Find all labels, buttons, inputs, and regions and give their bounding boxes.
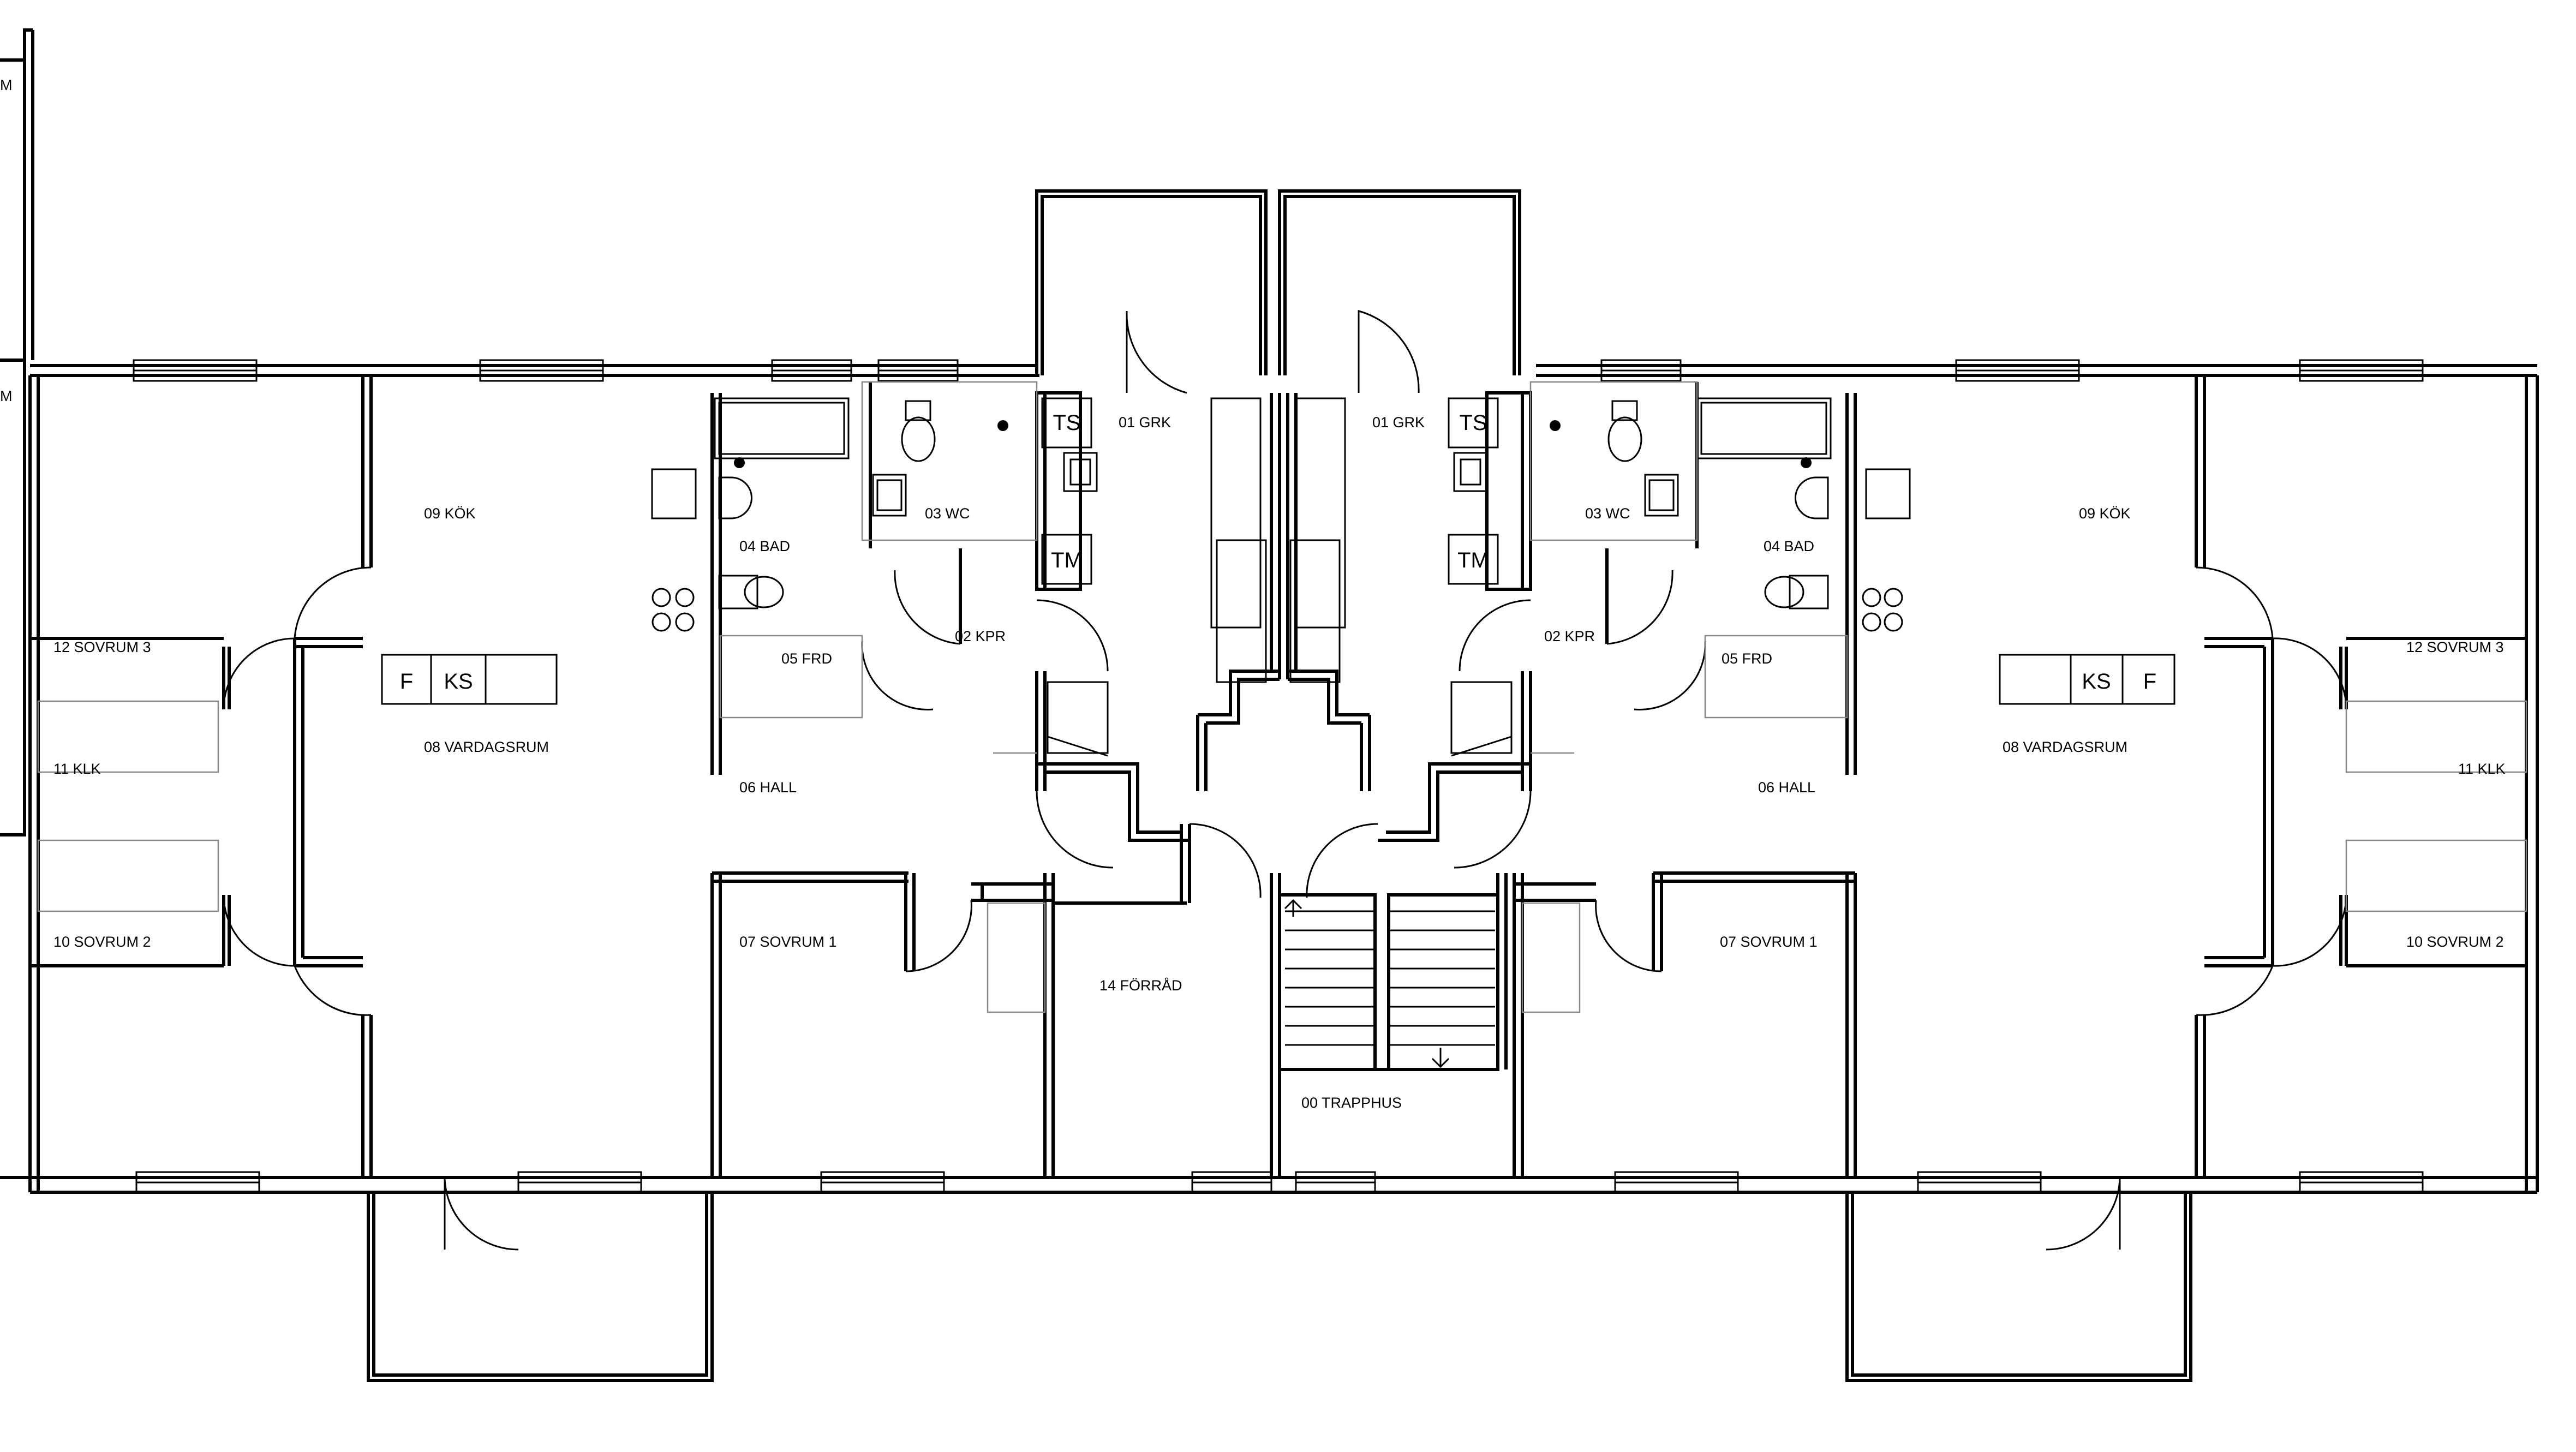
right-grk-label: 01 GRK [1372, 414, 1425, 431]
right-sovrum2-label: 10 SOVRUM 2 [2406, 934, 2504, 950]
right-bad-label: 04 BAD [1764, 538, 1814, 554]
right-tumble-dryer-label: TS [1459, 411, 1487, 435]
storage-label: 14 FÖRRÅD [1099, 977, 1182, 994]
door-swings [223, 310, 2347, 1251]
edge-mark-top: M [0, 77, 13, 93]
right-washing-machine-label: TM [1457, 548, 1489, 572]
right-fridge-freezer-label: KS [2082, 670, 2111, 694]
left-frd-label: 05 FRD [781, 650, 832, 667]
top-balconies [1035, 189, 1521, 375]
room-labels: 01 GRK 02 KPR 03 WC 04 BAD 05 FRD 06 HAL… [0, 77, 2506, 1111]
left-vardagsrum-label: 08 VARDAGSRUM [424, 739, 549, 755]
right-kok-label: 09 KÖK [2079, 505, 2131, 522]
left-hall-label: 06 HALL [739, 779, 797, 796]
left-kok-label: 09 KÖK [424, 505, 476, 522]
left-apartment-walls [30, 375, 1281, 1178]
right-wc-label: 03 WC [1585, 505, 1630, 522]
right-freezer-label: F [2143, 670, 2156, 694]
right-sovrum3-label: 12 SOVRUM 3 [2406, 639, 2504, 655]
left-fridge-freezer-label: KS [444, 670, 473, 694]
left-sovrum2-label: 10 SOVRUM 2 [53, 934, 151, 950]
fixtures-right [1448, 397, 2175, 757]
fixtures-left [381, 397, 1109, 757]
right-hall-label: 06 HALL [1758, 779, 1815, 796]
left-bad-label: 04 BAD [739, 538, 790, 554]
right-klk-label: 11 KLK [2458, 761, 2506, 777]
left-freezer-label: F [400, 670, 413, 694]
left-wc-label: 03 WC [925, 505, 970, 522]
stair-arrows [1284, 899, 1450, 1068]
right-vardagsrum-label: 08 VARDAGSRUM [2003, 739, 2127, 755]
bottom-balconies [367, 1192, 2192, 1382]
left-kpr-label: 02 KPR [955, 628, 1006, 644]
left-washing-machine-label: TM [1051, 548, 1083, 572]
left-tumble-dryer-label: TS [1053, 411, 1080, 435]
right-apartment-walls [1286, 375, 2526, 1178]
right-sovrum1-label: 07 SOVRUM 1 [1720, 934, 1818, 950]
left-sovrum1-label: 07 SOVRUM 1 [739, 934, 837, 950]
right-frd-label: 05 FRD [1722, 650, 1772, 667]
stairwell-label: 00 TRAPPHUS [1301, 1095, 1402, 1111]
left-grk-label: 01 GRK [1119, 414, 1171, 431]
windows [133, 359, 2424, 1194]
stairwell [1270, 873, 1508, 1178]
fixture-labels: TS TM F KS TS TM KS F [400, 411, 2156, 694]
furniture-grey [37, 381, 2527, 1013]
exterior-walls [0, 28, 2539, 1194]
edge-mark-mid: M [0, 388, 13, 404]
stair-treads [1285, 910, 1495, 1046]
left-sovrum3-label: 12 SOVRUM 3 [53, 639, 151, 655]
right-kpr-label: 02 KPR [1544, 628, 1595, 644]
left-klk-label: 11 KLK [53, 761, 101, 777]
